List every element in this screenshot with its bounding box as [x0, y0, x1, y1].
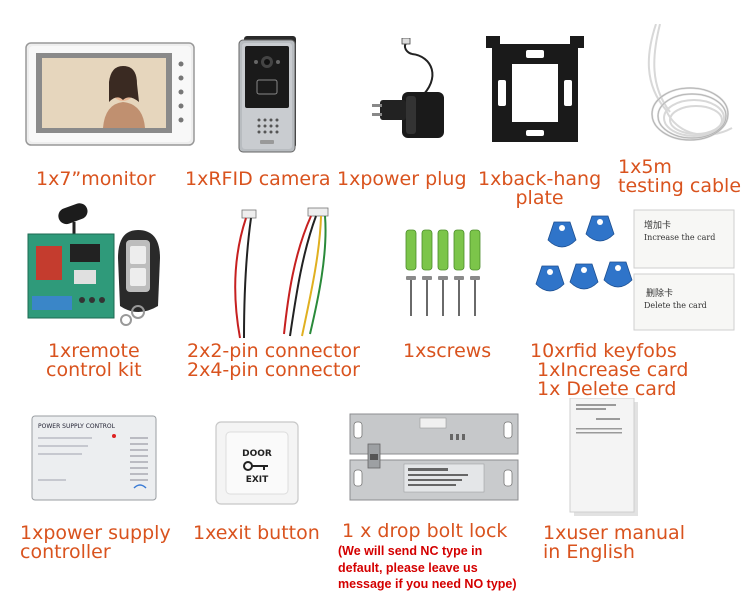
card-increase-en: Increase the card — [644, 233, 715, 242]
note-line: default, please leave us — [338, 560, 478, 575]
caption-power-supply: 1xpower supply controller — [20, 524, 171, 562]
bolt-lock-image — [346, 404, 522, 512]
caption-line: 1xscrews — [403, 340, 492, 362]
caption-back-plate: 1xback-hang plate — [478, 170, 601, 208]
card-delete-en: Delete the card — [644, 301, 707, 310]
caption-line: 1x Delete card — [537, 378, 677, 400]
caption-line: 1x7”monitor — [36, 168, 156, 190]
exit-exit-label: EXIT — [246, 475, 269, 485]
back-plate-image — [486, 36, 584, 150]
monitor-image — [25, 42, 195, 146]
note-line: message if you need NO type) — [338, 577, 517, 591]
caption-line: in English — [543, 541, 635, 563]
caption-line: plate — [515, 187, 564, 209]
caption-line: 1xexit button — [193, 522, 320, 544]
power-plug-image — [372, 38, 452, 146]
psu-title: POWER SUPPLY CONTROL — [38, 423, 116, 430]
caption-line: 10xrfid keyfobs — [530, 340, 677, 362]
exit-button-image: DOOR EXIT — [214, 420, 300, 506]
caption-line: control kit — [46, 359, 142, 381]
caption-line: testing cable — [618, 175, 742, 197]
screws-image — [400, 224, 490, 320]
caption-exit-button: 1xexit button — [193, 524, 320, 543]
caption-line: 1xback-hang — [478, 168, 602, 190]
keyfob-image: 增加卡 Increase the card 删除卡 Delete the car… — [532, 206, 742, 332]
caption-line: 1 x drop bolt lock — [342, 520, 508, 542]
caption-power-plug: 1xpower plug — [337, 170, 467, 189]
remote-image — [22, 200, 172, 332]
caption-line: 2x2-pin connector — [187, 340, 360, 362]
caption-cable: 1x5m testing cable — [618, 158, 741, 196]
caption-manual: 1xuser manual in English — [543, 524, 685, 562]
caption-screws: 1xscrews — [403, 342, 491, 361]
caption-bolt-lock: 1 x drop bolt lock — [342, 522, 507, 541]
caption-line: 1xRFID camera — [185, 168, 331, 190]
caption-line: 1xpower supply — [20, 522, 171, 544]
caption-line: 1xIncrease card — [537, 359, 689, 381]
caption-line: 1xpower plug — [337, 168, 467, 190]
power-supply-image: POWER SUPPLY CONTROL — [30, 414, 158, 502]
card-delete-cn: 删除卡 — [646, 287, 673, 299]
caption-camera: 1xRFID camera — [185, 170, 330, 189]
manual-image — [566, 398, 642, 518]
camera-image — [236, 36, 302, 154]
caption-line: 1xuser manual — [543, 522, 685, 544]
caption-keyfob: 10xrfid keyfobs 1xIncrease card 1x Delet… — [530, 342, 688, 399]
caption-line: 1x5m — [618, 156, 672, 178]
cable-image — [636, 24, 744, 150]
caption-line: 1xremote — [47, 340, 140, 362]
card-increase-cn: 增加卡 — [644, 219, 671, 231]
exit-door-label: DOOR — [242, 449, 272, 459]
bolt-lock-note: (We will send NC type in default, please… — [338, 543, 517, 593]
note-line: (We will send NC type in — [338, 544, 483, 558]
caption-connector: 2x2-pin connector 2x4-pin connector — [187, 342, 360, 380]
caption-line: 2x4-pin connector — [187, 359, 360, 381]
caption-monitor: 1x7”monitor — [36, 170, 156, 189]
caption-line: controller — [20, 541, 111, 563]
connector-image — [214, 204, 344, 340]
caption-remote: 1xremote control kit — [46, 342, 142, 380]
